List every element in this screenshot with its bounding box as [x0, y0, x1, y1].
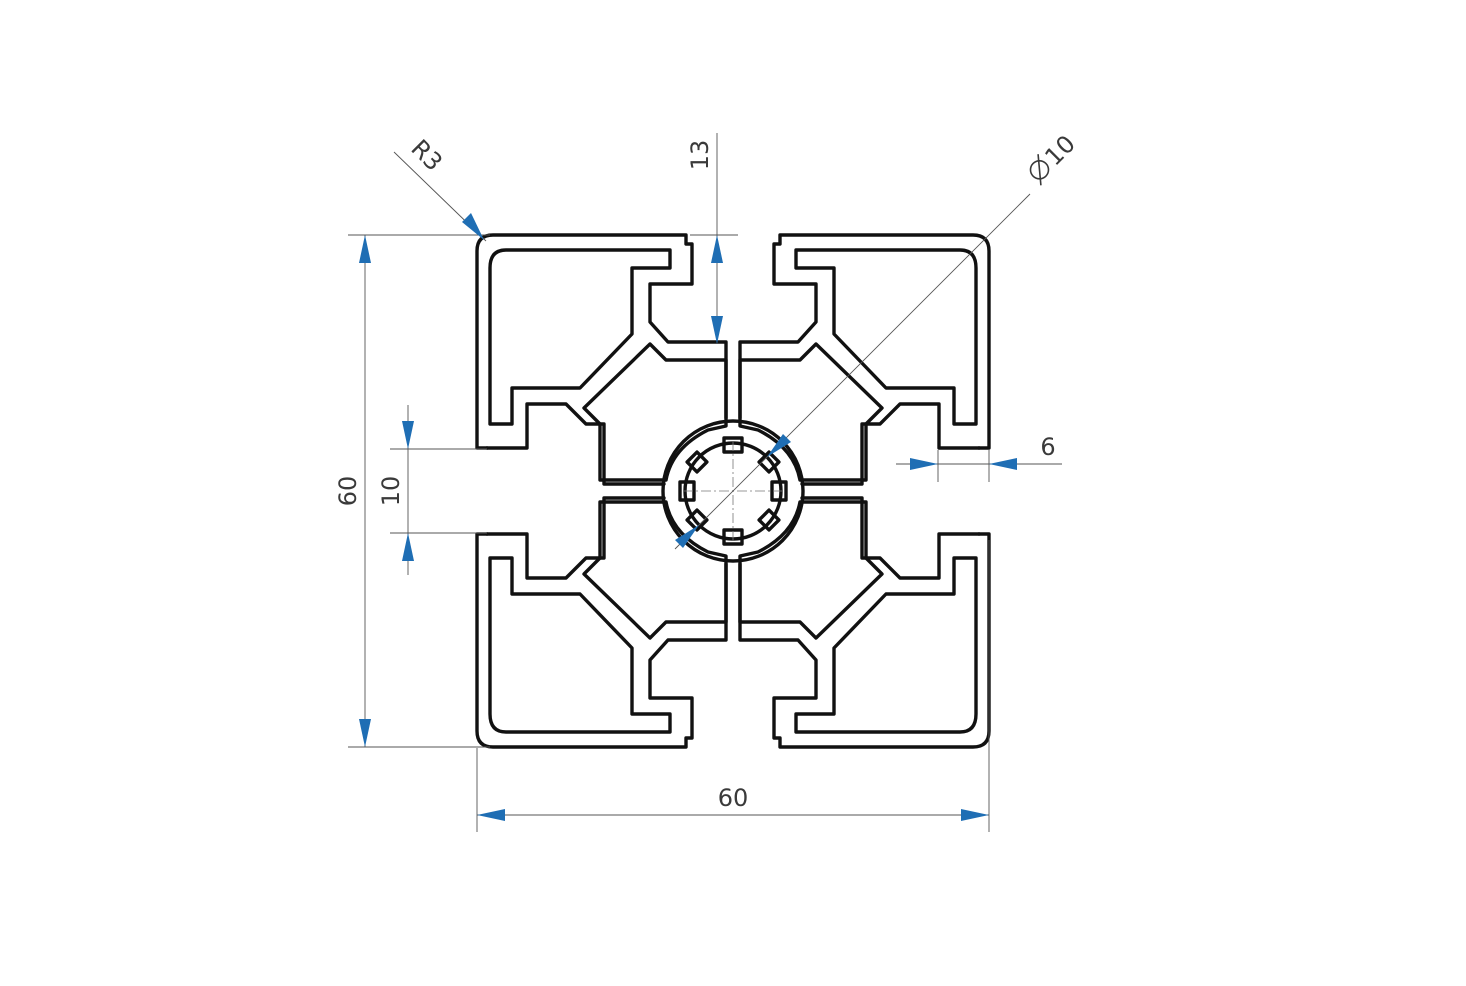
- spline-bottom: [722, 528, 744, 546]
- dimension-width: 60: [476, 540, 990, 832]
- arrow-left-icon: [477, 809, 505, 821]
- bore-splines: [678, 436, 788, 546]
- dimension-height: 60: [334, 234, 490, 748]
- arrow-down-icon: [402, 421, 414, 449]
- dimension-corner-radius: R3: [393, 134, 487, 242]
- diameter-symbol-slash: [1037, 154, 1042, 186]
- spline-top: [722, 436, 744, 454]
- corner-radius-label: R3: [405, 134, 447, 176]
- arrow-left-icon: [989, 458, 1017, 470]
- arrow-upper-icon: [767, 434, 791, 457]
- arrow-down-icon: [359, 719, 371, 747]
- arrow-up-icon: [711, 235, 723, 263]
- quadrant-top-right: [738, 233, 991, 486]
- arrow-right-icon: [910, 458, 938, 470]
- spline-bottom-left: [685, 508, 709, 532]
- spline-bottom-right: [757, 508, 781, 532]
- width-label: 60: [718, 784, 749, 812]
- aluminium-profile: [475, 233, 991, 749]
- central-bore: [661, 419, 805, 563]
- quadrant-bottom-right: [738, 496, 991, 749]
- spline-left: [678, 480, 696, 502]
- bore-outer-ring: [661, 419, 805, 563]
- slot-depth-label: 13: [686, 140, 714, 171]
- arrow-up-icon: [402, 533, 414, 561]
- dimension-bore-diameter: 10: [674, 130, 1081, 550]
- spline-top-right: [757, 450, 781, 474]
- spline-right: [770, 480, 788, 502]
- arrow-down-icon: [711, 316, 723, 344]
- arrow-icon: [462, 213, 484, 240]
- leader-line: [674, 193, 1031, 550]
- wall-label: 6: [1040, 433, 1055, 461]
- dimension-slot-depth: 13: [686, 133, 738, 344]
- spline-top-left: [685, 450, 709, 474]
- dimension-slot-opening: 10: [377, 405, 487, 575]
- arrow-right-icon: [961, 809, 989, 821]
- height-label: 60: [334, 476, 362, 507]
- arrow-up-icon: [359, 235, 371, 263]
- bore-diameter-label: 10: [1039, 130, 1080, 171]
- diameter-symbol-icon: [1029, 159, 1050, 180]
- quadrant-bottom-left: [475, 496, 728, 749]
- dimension-wall: 6: [896, 433, 1062, 482]
- diameter-label-group: 10: [1029, 130, 1081, 186]
- arrow-lower-icon: [675, 525, 699, 548]
- quadrant-top-left: [475, 233, 728, 486]
- slot-opening-label: 10: [377, 476, 405, 507]
